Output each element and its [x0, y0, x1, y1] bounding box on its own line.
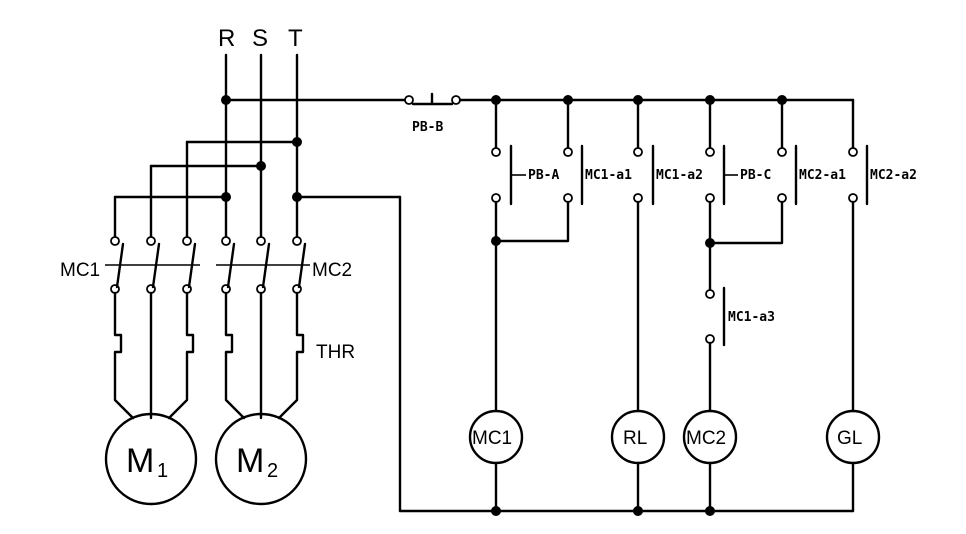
motor-m1: M 1 — [104, 412, 198, 506]
motor-leads — [113, 291, 305, 420]
motor-m1-label: M — [126, 442, 154, 480]
mc2-a2-label: MC2-a2 — [870, 168, 917, 183]
coil-mc1-label: MC1 — [472, 428, 512, 449]
mc1-a3-label: MC1-a3 — [728, 310, 775, 325]
lamp-gl-label: GL — [837, 428, 862, 449]
mc1-contactor-label: MC1 — [60, 260, 100, 281]
pb-a-label: PB-A — [528, 168, 559, 183]
pb-b-switch — [404, 92, 855, 106]
motor-m2-label: M — [236, 442, 264, 480]
phase-t-label: T — [288, 25, 303, 52]
pb-c-label: PB-C — [740, 168, 771, 183]
control-lower-wiring — [491, 200, 855, 516]
control-bus-drops — [494, 98, 855, 150]
coil-mc1: MC1 — [468, 409, 524, 465]
mc1-a2-label: MC1-a2 — [656, 168, 703, 183]
mc1-main-contacts — [105, 236, 200, 294]
power-junction-dots — [221, 95, 302, 202]
pb-b-label: PB-B — [412, 120, 443, 135]
lamp-gl: GL — [825, 409, 881, 465]
power-bus — [113, 53, 855, 513]
phase-r-label: R — [218, 25, 235, 52]
lamp-rl: RL — [610, 409, 666, 465]
control-bus-dots — [491, 95, 787, 105]
mc1-a1-label: MC1-a1 — [585, 168, 632, 183]
motor-m2: M 2 — [214, 412, 308, 506]
thr-label: THR — [316, 342, 355, 363]
coil-mc2-label: MC2 — [686, 428, 726, 449]
motor-m2-sub: 2 — [267, 460, 278, 482]
coil-mc2: MC2 — [682, 409, 738, 465]
mc2-contactor-label: MC2 — [312, 260, 352, 281]
motor-m1-sub: 1 — [157, 460, 168, 482]
lamp-rl-label: RL — [623, 428, 647, 449]
phase-s-label: S — [252, 25, 268, 52]
mc2-a1-label: MC2-a1 — [799, 168, 846, 183]
mc2-main-contacts — [216, 236, 310, 294]
